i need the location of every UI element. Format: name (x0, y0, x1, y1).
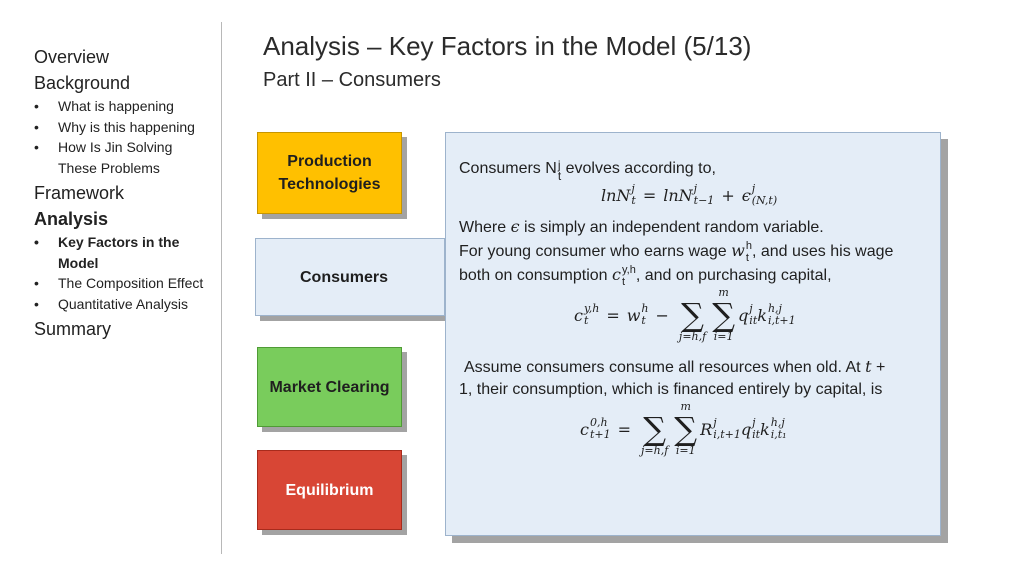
nav-analysis[interactable]: Analysis (34, 209, 109, 229)
nav-background-list: What is happening Why is this happening … (34, 96, 214, 178)
nav-item-what-is-happening[interactable]: What is happening (34, 96, 214, 117)
nav-item-why-is-this-happening[interactable]: Why is this happening (34, 117, 214, 138)
page-subtitle: Part II – Consumers (263, 69, 441, 91)
section-navigation: Overview Background What is happening Wh… (34, 44, 214, 342)
page-title: Analysis – Key Factors in the Model (5/1… (263, 31, 752, 61)
factor-consumers-label: Consumers (299, 268, 389, 286)
factor-consumers-box[interactable]: Consumers (255, 238, 445, 316)
factor-production-technologies-box[interactable]: Production Technologies (257, 132, 402, 214)
factor-equilibrium-box[interactable]: Equilibrium (257, 450, 402, 530)
where-epsilon-text: Where ϵ is simply an independent random … (459, 217, 824, 236)
nav-analysis-list: Key Factors in the Model The Composition… (34, 232, 214, 314)
vertical-divider (221, 22, 222, 554)
nav-overview[interactable]: Overview (34, 47, 110, 67)
factor-market-clearing-box[interactable]: Market Clearing (257, 347, 402, 427)
nav-item-quantitative-analysis[interactable]: Quantitative Analysis (34, 294, 214, 315)
assume-old-text: Assume consumers consume all resources w… (464, 357, 886, 376)
factor-equilibrium-label: Equilibrium (285, 481, 374, 499)
old-consumption-text: 1, their consumption, which is financed … (459, 381, 883, 398)
nav-item-composition-effect[interactable]: The Composition Effect (34, 273, 214, 294)
nav-summary[interactable]: Summary (34, 319, 112, 339)
factor-production-label: Production Technologies (278, 153, 381, 193)
nav-item-how-is-jin-solving[interactable]: How Is Jin Solving These Problems (34, 137, 214, 178)
nav-background[interactable]: Background (34, 73, 131, 93)
factor-market-label: Market Clearing (269, 378, 390, 396)
nav-item-key-factors[interactable]: Key Factors in the Model (34, 232, 214, 273)
nav-framework[interactable]: Framework (34, 183, 125, 203)
